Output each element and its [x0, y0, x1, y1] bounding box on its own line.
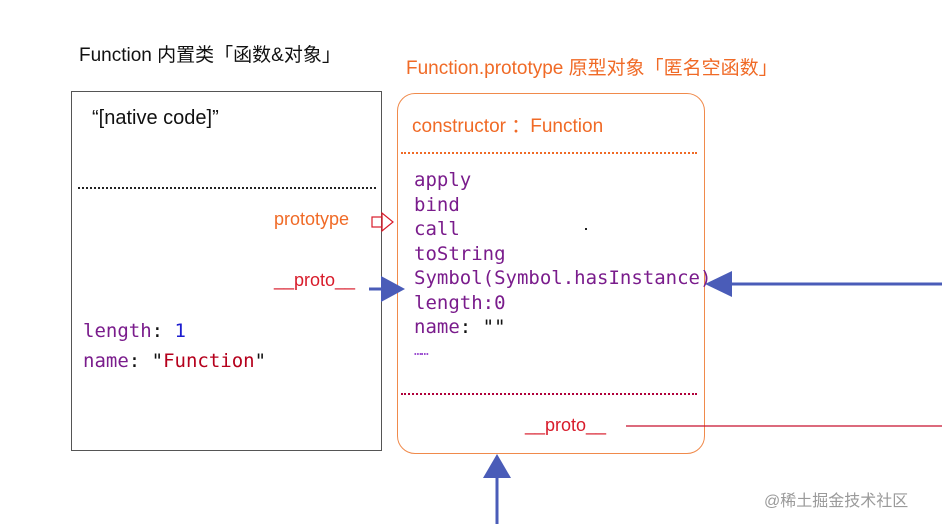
function-prototype-box: [397, 93, 705, 454]
native-code-text: “[native code]”: [92, 107, 219, 129]
member-bind: bind: [414, 193, 460, 216]
function-box-divider: [78, 187, 376, 189]
proto-arrow-left: [369, 276, 405, 302]
constructor-line: constructor ：Function: [412, 116, 604, 137]
member-ellipsis: ……: [414, 343, 429, 359]
member-call: call: [414, 218, 460, 240]
stray-dot: [585, 228, 587, 230]
function-object-box: [71, 91, 382, 451]
property-key: name: [83, 350, 129, 372]
watermark: @稀土掘金技术社区: [764, 493, 909, 510]
prototype-link-label: prototype: [274, 209, 350, 229]
property-value: 1: [174, 320, 186, 342]
incoming-arrow-bottom: [483, 454, 511, 524]
name-property: name: "Function": [83, 350, 267, 372]
member-apply: apply: [414, 169, 472, 191]
proto-link-label: __proto__: [274, 270, 356, 290]
property-key: length: [83, 320, 152, 342]
member-name: name: "": [414, 316, 506, 338]
function-class-title: Function 内置类「函数&对象」: [79, 45, 341, 66]
prototype-box-bottom-divider: [401, 393, 697, 395]
incoming-arrow-right: [705, 271, 942, 297]
prototype-hollow-arrow: [371, 211, 394, 233]
member-symbol-hasinstance: Symbol(Symbol.hasInstance): [414, 267, 712, 289]
prototype-box-top-divider: [401, 152, 697, 154]
prototype-member-list: apply bind call toString Symbol(Symbol.h…: [414, 168, 711, 364]
length-property: length: 1: [83, 320, 186, 342]
member-length: length:0: [414, 291, 506, 314]
function-prototype-title: Function.prototype 原型对象「匿名空函数」: [406, 58, 778, 79]
prototype-proto-label: __proto__: [525, 415, 607, 435]
member-tostring: toString: [414, 242, 506, 265]
property-value: Function: [163, 350, 255, 372]
